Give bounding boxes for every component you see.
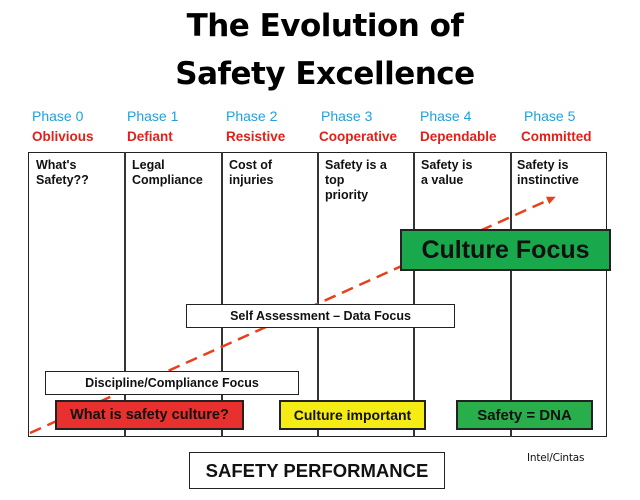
phase-3-name: Cooperative	[319, 129, 398, 144]
phase-1-description: Legal Compliance	[132, 158, 203, 187]
phase-1-number: Phase 1	[127, 108, 179, 124]
column-divider	[413, 152, 415, 437]
phase-4-name: Dependable	[420, 129, 497, 144]
phase-3-number: Phase 3	[321, 108, 373, 124]
culture-important-box: Culture important	[279, 400, 426, 430]
phase-4-description: Safety is a value	[421, 158, 473, 187]
phase-5-number: Phase 5	[524, 108, 576, 124]
phase-2-name: Resistive	[226, 129, 286, 144]
phase-2-description: Cost of injuries	[229, 158, 274, 187]
phase-3-description: Safety is a top priority	[325, 158, 387, 202]
phase-0-name: Oblivious	[32, 129, 94, 144]
culture-focus-bar: Culture Focus	[400, 229, 611, 271]
phase-0-description: What's Safety??	[36, 158, 89, 187]
safety-dna-box: Safety = DNA	[456, 400, 593, 430]
column-divider	[317, 152, 319, 437]
phase-2-number: Phase 2	[226, 108, 278, 124]
phase-4-number: Phase 4	[420, 108, 472, 124]
phase-5-name: Committed	[521, 129, 592, 144]
discipline-compliance-bar: Discipline/Compliance Focus	[45, 371, 299, 395]
phase-1-name: Defiant	[127, 129, 173, 144]
phase-0-number: Phase 0	[32, 108, 84, 124]
what-is-safety-culture-box: What is safety culture?	[55, 400, 244, 430]
phase-5-description: Safety is instinctive	[517, 158, 579, 187]
title-line-1: The Evolution of	[186, 8, 464, 44]
source-credit: Intel/Cintas	[527, 452, 585, 464]
column-divider	[510, 152, 512, 437]
self-assessment-bar: Self Assessment – Data Focus	[186, 304, 455, 328]
safety-performance-label: SAFETY PERFORMANCE	[189, 452, 445, 489]
title-line-2: Safety Excellence	[175, 56, 475, 92]
